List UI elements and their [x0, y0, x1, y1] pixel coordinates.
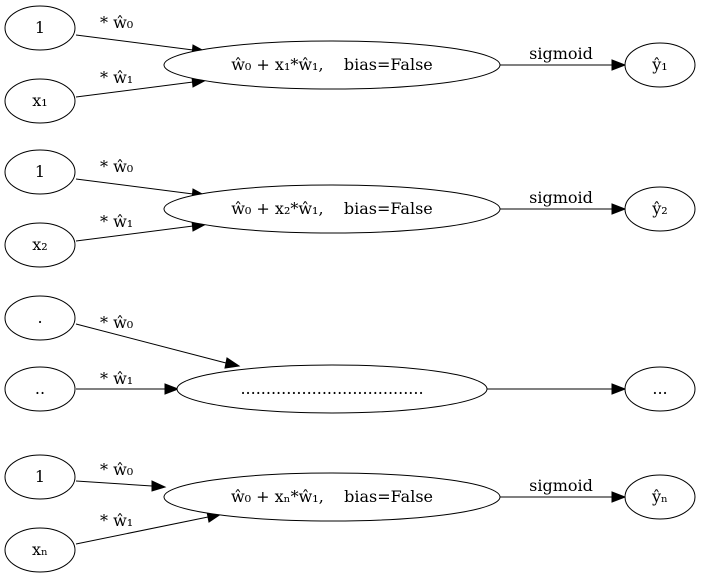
weight-label-bias-row-3: * ŵ₀: [100, 313, 133, 332]
input-node-bias-row-1: [4, 5, 76, 51]
edge-bias-row-2: [75, 178, 194, 195]
input-label-bias-row-1: 1: [35, 18, 45, 37]
output-label-row-1: ŷ₁: [651, 55, 667, 74]
activation-label-row-1: sigmoid: [529, 44, 593, 63]
activation-label-row-4: sigmoid: [529, 476, 593, 495]
input-node-bias-row-4: [4, 454, 76, 500]
arrowhead-input-row-3: [164, 383, 180, 395]
input-node-x-row-3: [4, 366, 76, 412]
input-node-bias-row-2: [4, 149, 76, 195]
arrowhead-activation-row-2: [611, 203, 627, 215]
weight-label-bias-row-1: * ŵ₀: [100, 13, 133, 32]
output-label-row-4: ŷₙ: [651, 487, 668, 506]
activation-label-row-2: sigmoid: [529, 188, 593, 207]
output-label-row-3: ...: [652, 379, 667, 398]
linear-label-row-1: ŵ₀ + x₁*ŵ₁, bias=False: [231, 55, 433, 74]
linear-label-row-3: ....................................: [240, 379, 423, 398]
edge-input-row-4: [75, 516, 209, 545]
weight-label-input-row-1: * ŵ₁: [100, 68, 133, 87]
input-label-bias-row-3: .: [37, 308, 42, 327]
input-node-x-row-4: [4, 527, 76, 573]
weight-label-input-row-2: * ŵ₁: [100, 212, 133, 231]
weight-label-input-row-3: * ŵ₁: [100, 369, 133, 388]
edge-bias-row-3: [75, 323, 227, 364]
row-2: * ŵ₀ * ŵ₁ 1 x₂ ŵ₀ + x₂*ŵ₁, bias=False si…: [4, 149, 696, 268]
input-node-x-row-1: [4, 78, 76, 124]
arrowhead-activation-row-3: [611, 383, 627, 395]
weight-label-input-row-4: * ŵ₁: [100, 511, 133, 530]
arrowhead-bias-row-4: [151, 480, 167, 492]
input-label-x-row-4: xₙ: [32, 540, 48, 559]
weight-label-bias-row-2: * ŵ₀: [100, 157, 133, 176]
arrowhead-activation-row-4: [611, 491, 627, 503]
edge-input-row-2: [75, 225, 194, 242]
row-3: * ŵ₀ * ŵ₁ . .. .........................…: [4, 295, 696, 414]
row-4: * ŵ₀ * ŵ₁ 1 xₙ ŵ₀ + xₙ*ŵ₁, bias=False si…: [4, 454, 696, 573]
output-node-row-1: [624, 42, 696, 88]
input-node-x-row-2: [4, 222, 76, 268]
arrowhead-activation-row-1: [611, 59, 627, 71]
output-label-row-2: ŷ₂: [651, 199, 667, 218]
output-node-row-2: [624, 186, 696, 232]
output-node-row-3: [624, 366, 696, 412]
weight-label-bias-row-4: * ŵ₀: [100, 460, 133, 479]
edge-input-row-1: [75, 81, 194, 98]
edge-bias-row-1: [75, 34, 194, 51]
input-label-x-row-1: x₁: [32, 91, 47, 110]
row-1: * ŵ₀ * ŵ₁ 1 x₁ ŵ₀ + x₁*ŵ₁, bias=False si…: [4, 5, 696, 124]
output-node-row-4: [624, 474, 696, 520]
edge-bias-row-4: [75, 480, 153, 487]
input-label-bias-row-2: 1: [35, 162, 45, 181]
arrowhead-bias-row-3: [224, 357, 241, 369]
input-label-x-row-2: x₂: [32, 235, 47, 254]
linear-label-row-4: ŵ₀ + xₙ*ŵ₁, bias=False: [231, 487, 433, 506]
input-label-x-row-3: ..: [35, 379, 45, 398]
input-node-bias-row-3: [4, 295, 76, 341]
input-label-bias-row-4: 1: [35, 467, 45, 486]
linear-label-row-2: ŵ₀ + x₂*ŵ₁, bias=False: [231, 199, 433, 218]
